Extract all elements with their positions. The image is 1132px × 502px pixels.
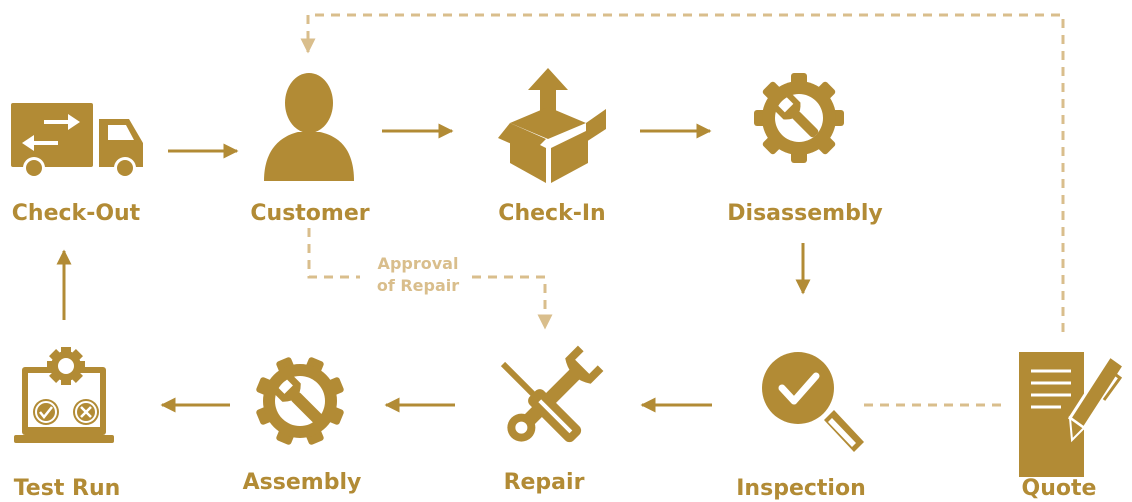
person-icon	[264, 73, 354, 181]
laptop-gear-icon	[14, 347, 114, 443]
tools-icon	[500, 345, 604, 443]
gear-wrench-icon	[256, 357, 344, 445]
approval-of-repair-note: Approval of Repair	[377, 253, 459, 297]
approval-line-1: Approval	[377, 254, 459, 273]
label-inspection: Inspection	[736, 476, 866, 501]
dashed-connectors	[300, 13, 1065, 407]
approval-line-2: of Repair	[376, 276, 460, 295]
label-customer: Customer	[250, 201, 370, 226]
label-testrun: Test Run	[13, 476, 121, 501]
label-checkout: Check-Out	[11, 201, 141, 226]
dashed-customer-to-repair	[307, 228, 360, 279]
gear-wrench-icon	[754, 73, 844, 163]
open-box-icon	[498, 68, 606, 183]
label-quote: Quote	[1021, 476, 1097, 501]
label-assembly: Assembly	[242, 470, 362, 495]
label-repair: Repair	[503, 470, 585, 495]
label-checkin: Check-In	[498, 201, 606, 226]
flow-arrows	[56, 123, 811, 413]
truck-icon	[11, 103, 143, 179]
document-pen-icon	[1019, 352, 1127, 477]
dashed-approval-to-repair	[472, 275, 553, 330]
magnifier-check-icon	[762, 352, 864, 452]
label-disassembly: Disassembly	[727, 201, 883, 226]
dashed-quote-to-customer	[300, 13, 1065, 332]
